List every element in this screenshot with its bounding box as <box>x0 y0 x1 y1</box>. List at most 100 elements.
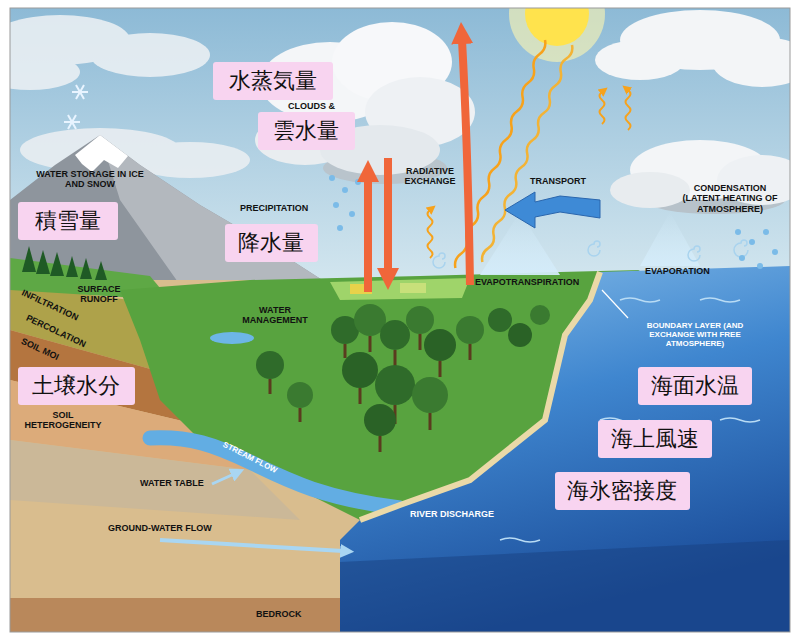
tree-trunk <box>429 413 432 430</box>
tree-trunk <box>379 436 382 452</box>
conifer-forest <box>22 246 107 280</box>
sun-glow <box>509 8 605 62</box>
quantity-name: 海上風速 <box>611 420 699 458</box>
quantity-name: 降水量 <box>238 224 304 262</box>
diagram-label: CLOUDS & <box>288 101 348 111</box>
cloud <box>255 22 475 184</box>
diagram-label: BOUNDARY LAYER (AND EXCHANGE WITH FREE A… <box>636 321 754 349</box>
quantity-name: 積雪量 <box>35 202 101 240</box>
snow-cap <box>75 135 128 172</box>
mountain <box>10 135 330 292</box>
swirl <box>734 240 748 257</box>
forest <box>256 304 550 452</box>
tree-canopy <box>256 351 284 379</box>
tree-trunk <box>344 344 347 358</box>
tree-canopy <box>508 323 532 347</box>
rain-drop <box>355 179 361 185</box>
illustration <box>10 8 790 632</box>
rain-drop <box>763 229 769 235</box>
cloud-puff <box>90 33 210 77</box>
mountain-face <box>100 135 330 285</box>
tree-trunk <box>469 344 472 360</box>
boundary-swirls <box>433 240 748 268</box>
quantity-box: 積雪量 <box>18 202 118 240</box>
diagram-label: RIVER DISCHARGE <box>410 509 520 519</box>
tree-canopy <box>406 306 434 334</box>
waves <box>500 298 760 542</box>
swirl <box>588 241 600 256</box>
diagram-label: SOIL HETEROGENEITY <box>18 410 108 431</box>
tree-trunk <box>359 388 362 404</box>
quantity-name: 海氷密接度 <box>567 472 677 510</box>
evaporation-plume <box>640 212 700 266</box>
water-table-arrow <box>212 474 234 484</box>
cloud <box>10 15 210 90</box>
tree-canopy <box>456 316 484 344</box>
tree-canopy <box>287 382 313 408</box>
radiation-arrow <box>462 40 470 285</box>
diagram-label: EVAPOTRANSPIRATION <box>475 277 595 287</box>
radiation-arrow <box>384 158 392 272</box>
diagram-label: WATER TABLE <box>140 478 220 488</box>
longwave-arrow <box>600 92 605 124</box>
swirl <box>433 253 445 268</box>
snowflake <box>72 85 88 99</box>
conifer <box>36 250 50 274</box>
tree-trunk <box>299 408 302 422</box>
tree-trunk <box>439 361 442 377</box>
tree-canopy <box>380 320 410 350</box>
diagram-label: PRECIPITATION <box>240 203 330 213</box>
leader-line <box>602 290 628 318</box>
tree-trunk <box>269 379 272 394</box>
rain-drop <box>342 187 348 193</box>
sky <box>10 8 790 308</box>
quantity-name: 土壌水分 <box>32 367 120 405</box>
radiation-arrow <box>364 178 372 292</box>
rain-drop <box>329 175 335 181</box>
diagram-label: WATER STORAGE IN ICE AND SNOW <box>34 169 146 190</box>
wave <box>700 298 740 302</box>
river <box>150 438 400 508</box>
diagram-label: GROUND-WATER FLOW <box>108 523 228 533</box>
field-plot <box>400 283 426 293</box>
tree-canopy <box>342 352 378 388</box>
diagram-label: SURFACE RUNOFF <box>70 284 128 305</box>
ocean <box>340 266 790 632</box>
tree-canopy <box>530 305 550 325</box>
cloud-puff <box>595 40 685 80</box>
cloud <box>595 10 790 87</box>
field <box>330 278 470 300</box>
lake <box>210 332 254 344</box>
wave <box>620 298 660 302</box>
rain-drop <box>739 255 745 261</box>
quantity-box: 海氷密接度 <box>555 472 690 510</box>
tree-canopy <box>412 377 448 413</box>
rain-drops <box>329 175 778 269</box>
conifer <box>66 256 78 277</box>
tree-trunk <box>419 334 422 350</box>
diagram-label: WATER MANAGEMENT <box>232 305 318 326</box>
rain-drop <box>735 229 741 235</box>
cloud-puff <box>10 54 80 90</box>
rain-drop <box>749 239 755 245</box>
tree-trunk <box>369 336 372 352</box>
quantity-box: 海面水温 <box>638 367 752 405</box>
rain-drop <box>337 225 343 231</box>
swirl <box>688 246 700 261</box>
wave <box>720 418 760 422</box>
diagram-label: EVAPORATION <box>645 266 735 276</box>
conifer <box>80 258 92 279</box>
wave <box>500 538 540 542</box>
tree-canopy <box>364 404 396 436</box>
ocean-front-face <box>340 540 790 632</box>
tree-trunk <box>394 350 397 366</box>
rain-drop <box>772 249 778 255</box>
groundwater-arrow <box>160 540 343 551</box>
quantity-box: 雲水量 <box>258 112 355 150</box>
quantity-box: 降水量 <box>225 224 318 262</box>
diagram-label: CONDENSATION (LATENT HEATING OF ATMOSPHE… <box>682 183 778 214</box>
tree-canopy <box>424 329 456 361</box>
